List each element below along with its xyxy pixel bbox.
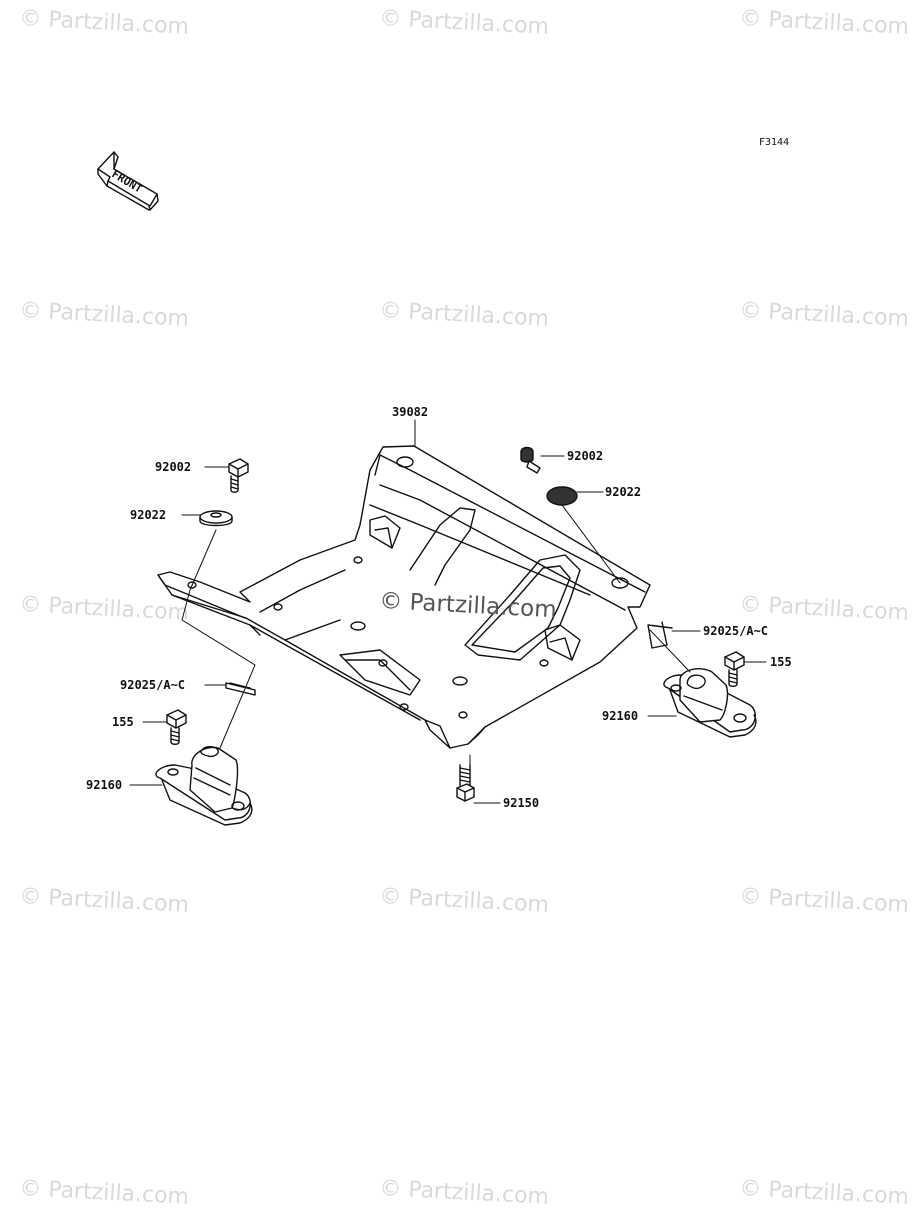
part-label-92160-right: 92160 [602, 709, 638, 723]
part-label-39082: 39082 [392, 405, 428, 419]
engine-mount-92160-left [155, 745, 253, 826]
skid-plate-39082 [157, 445, 651, 749]
washer-92022-right [546, 486, 578, 506]
bolt-155-left [166, 709, 187, 745]
bolt-92002-right [520, 446, 541, 474]
bolt-92002-left [228, 458, 249, 493]
washer-92022-left [199, 510, 233, 527]
engine-mount-92160-right [663, 668, 757, 738]
part-label-92022-right: 92022 [605, 485, 641, 499]
part-label-92022-left: 92022 [130, 508, 166, 522]
diagram-code: F3144 [759, 137, 790, 148]
bolt-155-right [724, 651, 745, 687]
part-label-92002-right: 92002 [567, 449, 603, 463]
part-label-155-left: 155 [112, 715, 134, 729]
part-label-92160-left: 92160 [86, 778, 122, 792]
bolt-92150 [456, 764, 475, 802]
leader-lines [129, 419, 767, 804]
part-label-155-right: 155 [770, 655, 792, 669]
part-label-92025-right: 92025/A~C [703, 624, 768, 638]
part-label-92002-left: 92002 [155, 460, 191, 474]
bracket-92025-left [225, 682, 256, 696]
part-label-92150: 92150 [503, 796, 539, 810]
front-arrow-icon [97, 151, 159, 211]
bracket-92025-right [647, 621, 673, 649]
part-label-92025-left: 92025/A~C [120, 678, 185, 692]
